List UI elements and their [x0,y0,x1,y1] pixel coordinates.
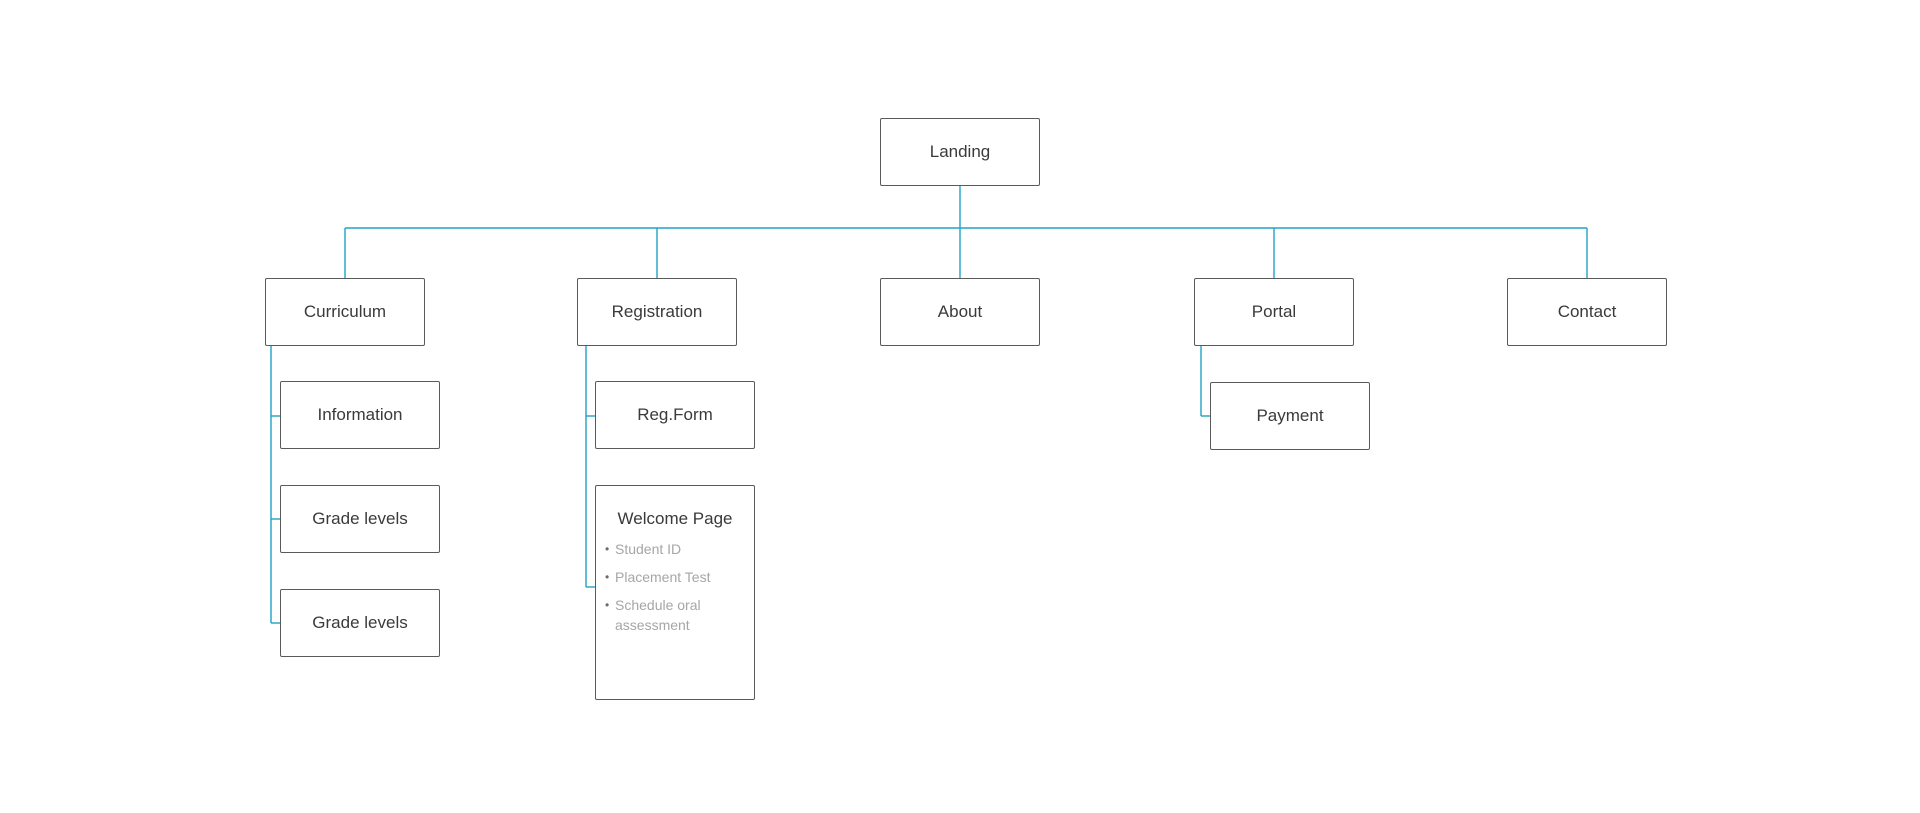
node-grade-levels: Grade levels [280,589,440,657]
node-label: Information [317,405,403,424]
node-label: Landing [929,142,991,161]
bullet-text: Placement Test [615,569,711,585]
node-curriculum: Curriculum [265,278,425,346]
node-registration: Registration [577,278,737,346]
node-label: Welcome Page [617,509,733,528]
bullet-dot-icon: • [605,570,610,584]
node-welcome-page: Welcome Page • Student ID • Placement Te… [595,485,755,700]
node-reg-form: Reg.Form [595,381,755,449]
node-label: Payment [1256,406,1324,425]
bullet-item: • Placement Test [605,567,735,587]
node-label: Portal [1251,302,1297,321]
node-label: Grade levels [312,613,408,632]
node-portal: Portal [1194,278,1354,346]
node-label: Curriculum [303,302,387,321]
node-payment: Payment [1210,382,1370,450]
node-information: Information [280,381,440,449]
node-label: Reg.Form [637,405,713,424]
node-label: About [937,302,983,321]
bullet-text: Student ID [615,541,682,557]
bullet-item: • Schedule oral assessment [605,595,735,635]
node-label: Grade levels [312,509,408,528]
node-landing: Landing [880,118,1040,186]
bullet-dot-icon: • [605,598,610,612]
bullet-item: • Student ID [605,539,735,559]
node-about: About [880,278,1040,346]
node-grade-levels: Grade levels [280,485,440,553]
node-contact: Contact [1507,278,1667,346]
node-label: Contact [1557,302,1617,321]
bullet-dot-icon: • [605,542,610,556]
node-label: Registration [611,302,703,321]
bullet-list: • Student ID • Placement Test • Schedule… [596,539,754,635]
bullet-text: Schedule oral assessment [615,597,701,633]
